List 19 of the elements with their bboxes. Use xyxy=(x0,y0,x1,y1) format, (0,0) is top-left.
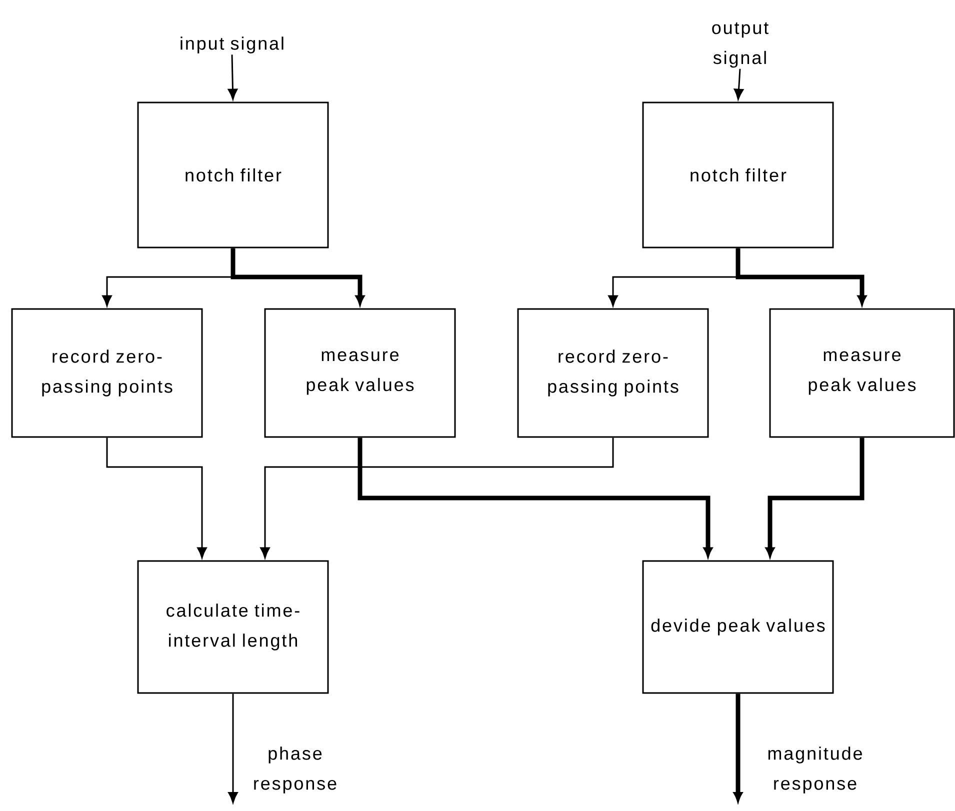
signal-label: output signal xyxy=(712,22,768,68)
process-box: record zero-passing points xyxy=(517,308,709,438)
edge-label: magnitude response xyxy=(768,746,862,794)
process-box: notch filter xyxy=(642,102,834,248)
arrow xyxy=(734,694,742,802)
process-box: calculate time-interval length xyxy=(137,560,329,694)
arrow xyxy=(228,694,238,803)
arrow xyxy=(228,54,238,100)
process-box: measure peak values xyxy=(264,308,456,438)
arrow xyxy=(106,438,207,558)
arrow xyxy=(734,68,744,100)
process-box: devide peak values xyxy=(642,560,834,694)
process-box: notch filter xyxy=(137,102,329,248)
arrow xyxy=(260,438,614,558)
process-box: measure peak values xyxy=(769,308,955,438)
edge-label: phase response xyxy=(254,746,336,794)
process-box: record zero-passing points xyxy=(11,308,203,438)
arrow xyxy=(766,438,864,557)
signal-label: input signal xyxy=(180,36,284,54)
